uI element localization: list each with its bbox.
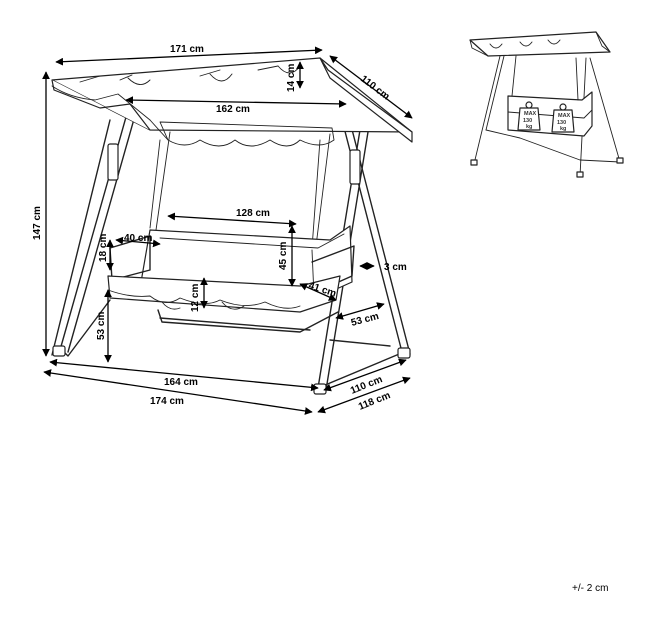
label-total-height: 147 cm	[32, 206, 43, 240]
label-frame-gap: 3 cm	[384, 262, 407, 273]
dim-171-line	[55, 46, 323, 66]
svg-text:MAX: MAX	[558, 113, 571, 119]
label-base-inner-width: 164 cm	[164, 377, 198, 388]
label-seat-thickness: 12 cm	[190, 284, 201, 312]
svg-text:130: 130	[557, 120, 566, 126]
tolerance-note: +/- 2 cm	[572, 583, 608, 594]
label-base-outer-width: 174 cm	[150, 396, 184, 407]
max-load-badge-left: MAX 130 kg	[517, 101, 541, 131]
dim-118-line	[317, 376, 411, 414]
label-backrest-width: 128 cm	[236, 208, 270, 219]
dim-128-line	[167, 212, 297, 228]
swing-thumbnail-drawing: MAX 130 kg MAX 130 kg	[469, 31, 624, 178]
svg-text:kg: kg	[560, 126, 566, 132]
dim-53-side-line	[335, 302, 385, 320]
svg-text:kg: kg	[526, 124, 532, 130]
label-armrest-height: 18 cm	[98, 234, 109, 262]
dim-40-line	[115, 236, 161, 248]
label-canopy-width: 171 cm	[170, 44, 204, 55]
dim-174-line	[43, 369, 313, 415]
dim-41-line	[299, 283, 337, 301]
label-base-outer-depth: 118 cm	[357, 390, 392, 413]
dimension-lines	[42, 46, 413, 415]
dim-110-top-line	[329, 55, 413, 119]
label-seat-height: 53 cm	[96, 312, 107, 340]
label-inner-width: 162 cm	[216, 104, 250, 115]
dim-162-line	[125, 96, 347, 108]
svg-text:MAX: MAX	[524, 111, 537, 117]
label-seat-side-depth: 53 cm	[350, 311, 380, 329]
label-canopy-height: 14 cm	[286, 64, 297, 92]
label-backrest-height: 45 cm	[278, 242, 289, 270]
swing-main-drawing	[51, 57, 413, 395]
max-load-badge-right: MAX 130 kg	[551, 103, 575, 133]
label-armrest-length: 40 cm	[124, 233, 152, 244]
svg-text:130: 130	[523, 118, 532, 124]
